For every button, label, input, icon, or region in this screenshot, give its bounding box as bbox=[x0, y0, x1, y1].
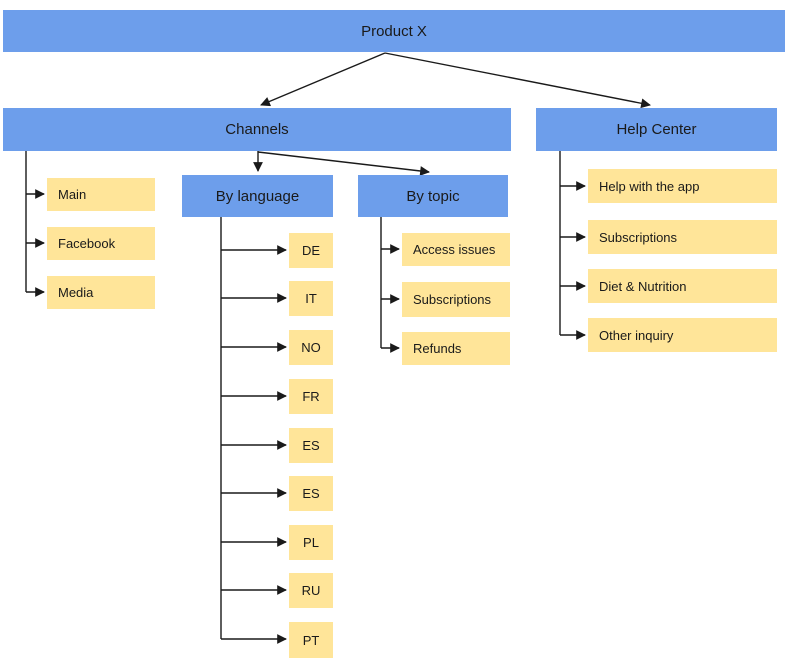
node-lang-no: NO bbox=[289, 330, 333, 365]
node-lang-pl: PL bbox=[289, 525, 333, 560]
node-help-subscriptions: Subscriptions bbox=[588, 220, 777, 254]
node-lang-fr: FR bbox=[289, 379, 333, 414]
edge-channels-bytopic bbox=[257, 151, 430, 176]
node-by-language: By language bbox=[182, 175, 333, 217]
node-other-inquiry: Other inquiry bbox=[588, 318, 777, 352]
node-lang-es-1: ES bbox=[289, 428, 333, 463]
edge-productx-channels bbox=[260, 52, 386, 107]
node-media: Media bbox=[47, 276, 155, 309]
edges-helpcenter-items bbox=[559, 151, 586, 340]
node-lang-ru: RU bbox=[289, 573, 333, 608]
node-facebook: Facebook bbox=[47, 227, 155, 260]
edge-productx-helpcenter bbox=[384, 52, 651, 109]
edges-bylanguage-items bbox=[220, 217, 287, 644]
edges-channels-pages bbox=[25, 151, 45, 297]
node-diet-nutrition: Diet & Nutrition bbox=[588, 269, 777, 303]
node-lang-it: IT bbox=[289, 281, 333, 316]
node-product-x: Product X bbox=[3, 10, 785, 52]
edges-bytopic-items bbox=[380, 217, 400, 353]
node-lang-de: DE bbox=[289, 233, 333, 268]
node-channels: Channels bbox=[3, 108, 511, 151]
node-lang-pt: PT bbox=[289, 622, 333, 658]
node-access-issues: Access issues bbox=[402, 233, 510, 266]
node-by-topic: By topic bbox=[358, 175, 508, 217]
node-main: Main bbox=[47, 178, 155, 211]
node-refunds: Refunds bbox=[402, 332, 510, 365]
node-lang-es-2: ES bbox=[289, 476, 333, 511]
node-help-center: Help Center bbox=[536, 108, 777, 151]
node-help-with-the-app: Help with the app bbox=[588, 169, 777, 203]
node-topic-subscriptions: Subscriptions bbox=[402, 282, 510, 317]
